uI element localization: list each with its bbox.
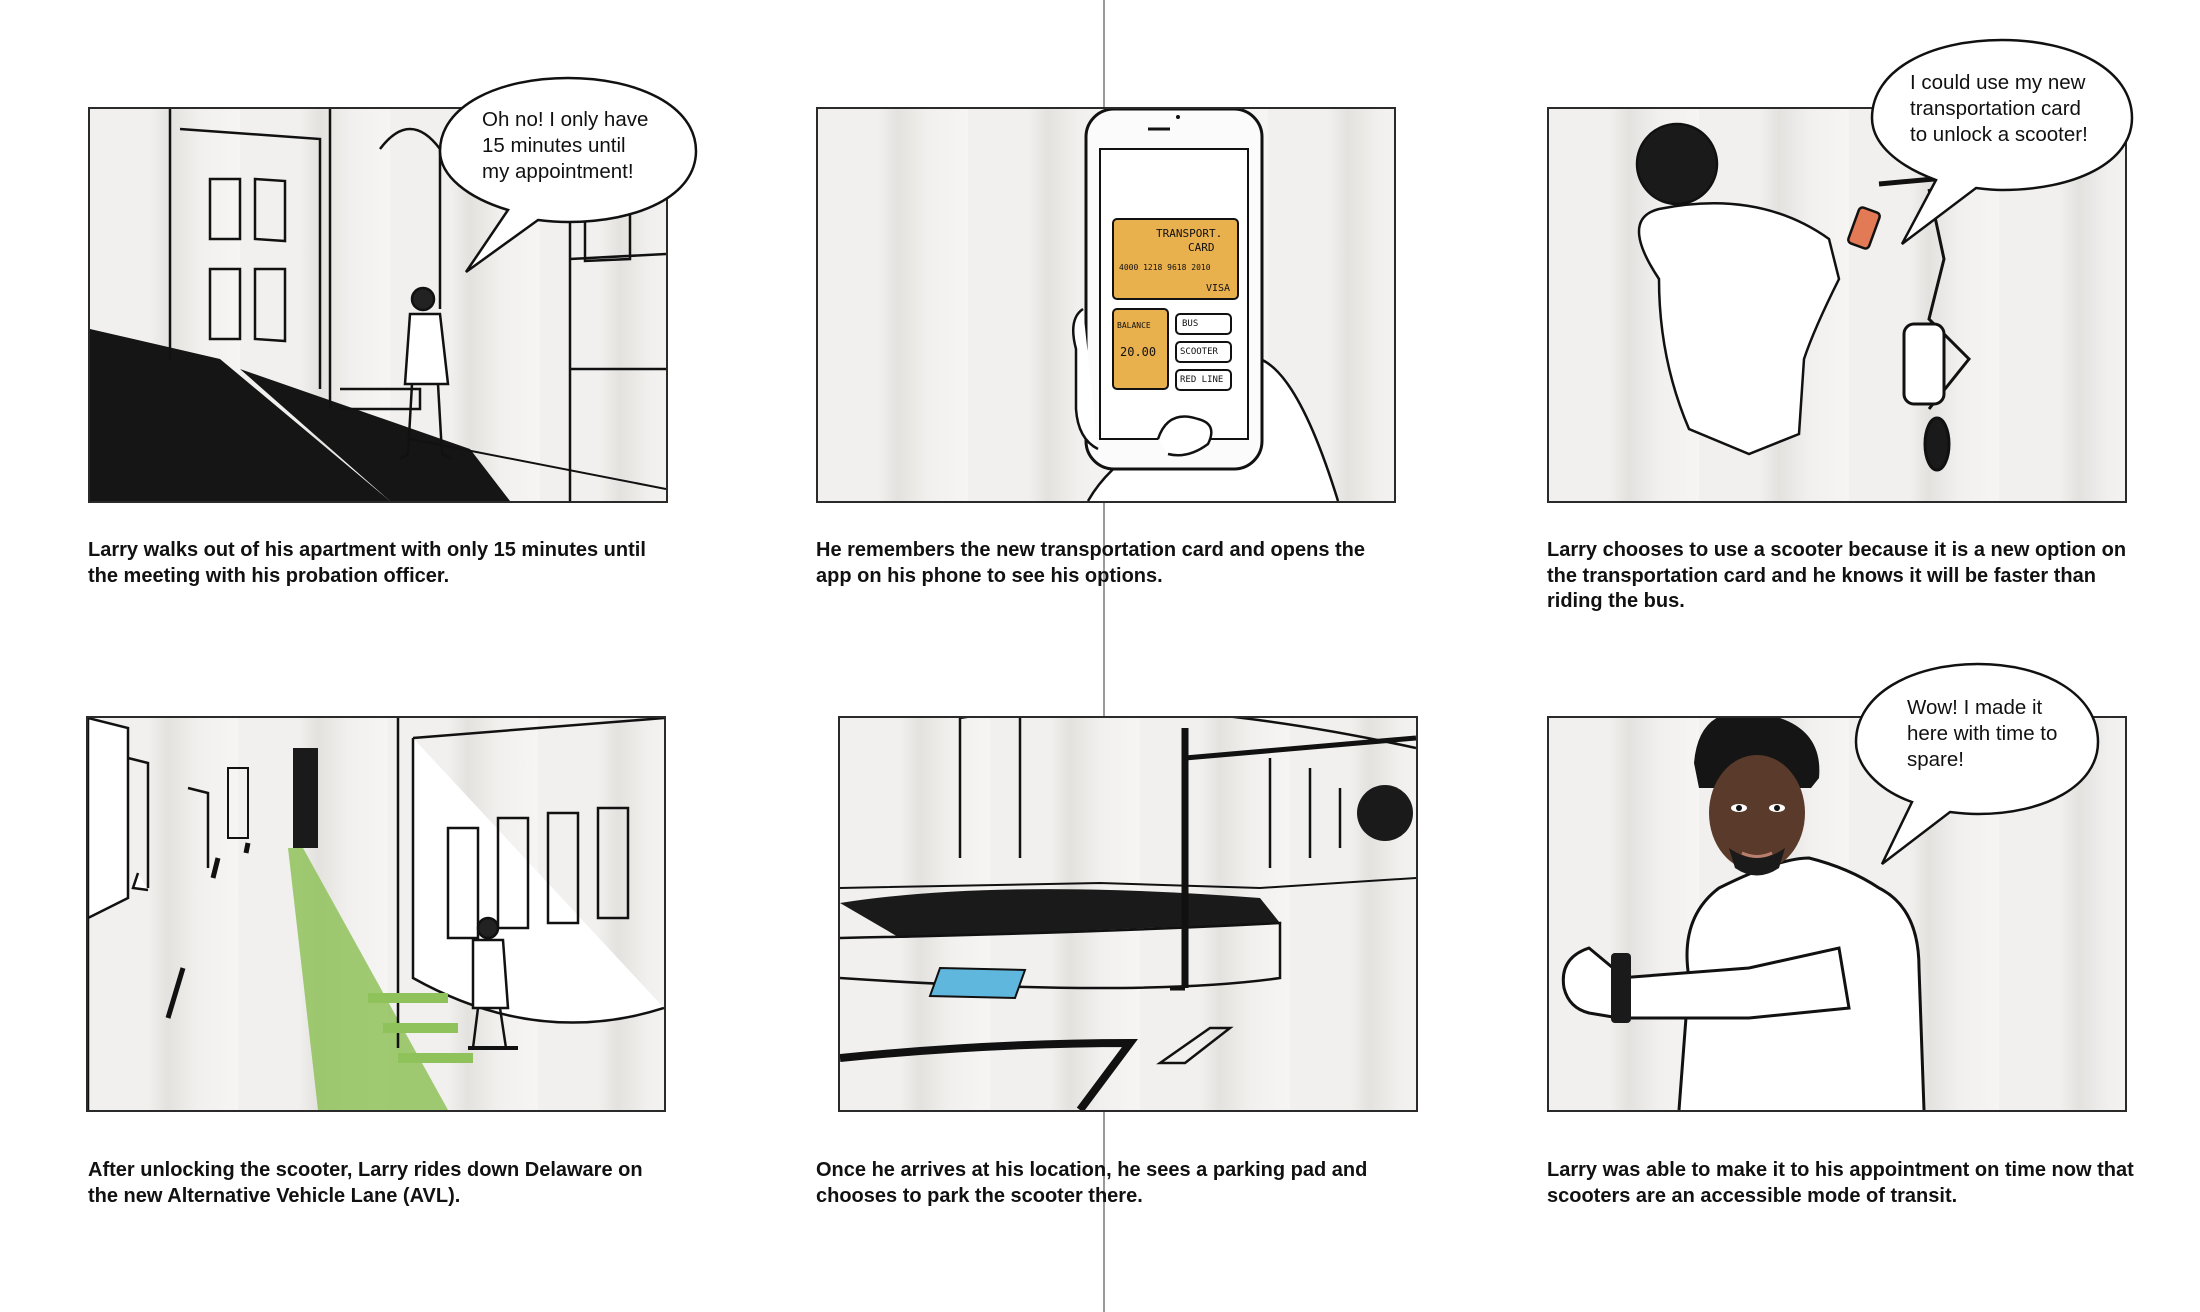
bubble-1-line-2: 15 minutes until xyxy=(482,134,626,157)
panel-5-caption: Once he arrives at his location, he sees… xyxy=(816,1159,1368,1207)
option-bus: BUS xyxy=(1182,319,1199,329)
larry-checks-watch-drawing xyxy=(1561,718,1926,1110)
card-title-1: TRANSPORT. xyxy=(1156,227,1223,240)
storyboard-panel-5 xyxy=(838,716,1418,1112)
card-brand: VISA xyxy=(1206,283,1231,294)
larry-top-view xyxy=(1635,122,1881,456)
speech-bubble-1: Oh no! I only have 15 minutes until my a… xyxy=(438,76,698,274)
panel-4-caption: After unlocking the scooter, Larry rides… xyxy=(88,1159,643,1207)
parking-pad-drawing xyxy=(840,718,1416,1110)
delaware-avl-drawing xyxy=(88,718,664,1110)
scooter-drawing xyxy=(1878,176,1972,472)
speech-bubble-6: Wow! I made it here with time to spare! xyxy=(1854,662,2100,870)
bubble-1-line-1: Oh no! I only have xyxy=(482,108,649,131)
storyboard-panel-2: TRANSPORT. CARD 4000 1218 9618 2010 VISA… xyxy=(816,107,1396,503)
bubble-3-line-3: to unlock a scooter! xyxy=(1910,123,2088,146)
bubble-3-line-2: transportation card xyxy=(1910,97,2081,120)
bubble-1-line-3: my appointment! xyxy=(482,160,634,183)
scooter-choice-drawing xyxy=(1635,122,1972,472)
larry-riding xyxy=(468,916,518,1050)
option-scooter: SCOOTER xyxy=(1180,347,1218,357)
larry-face xyxy=(1694,718,1820,876)
larry-figure xyxy=(399,286,453,461)
card-number: 4000 1218 9618 2010 xyxy=(1119,263,1211,272)
page-fold-line xyxy=(1103,0,1105,1312)
bubble-3-line-1: I could use my new xyxy=(1910,71,2086,94)
balance-value: 20.00 xyxy=(1120,345,1157,359)
panel-6-caption: Larry was able to make it to his appoint… xyxy=(1547,1159,2134,1207)
bubble-6-line-2: here with time to xyxy=(1907,722,2058,745)
panel-2-caption: He remembers the new transportation card… xyxy=(816,539,1366,587)
card-title-2: CARD xyxy=(1188,241,1215,254)
storyboard-panel-3 xyxy=(1547,107,2127,503)
panel-3-caption: Larry chooses to use a scooter because i… xyxy=(1547,539,2127,612)
balance-label: BALANCE xyxy=(1117,321,1151,330)
storyboard-panel-4 xyxy=(86,716,666,1112)
bubble-6-line-1: Wow! I made it xyxy=(1907,696,2043,719)
option-red-line: RED LINE xyxy=(1180,375,1224,385)
bubble-6-line-3: spare! xyxy=(1907,748,1964,771)
speech-bubble-3: I could use my new transportation card t… xyxy=(1870,38,2134,248)
phone-app-drawing xyxy=(1071,109,1340,501)
storyboard-panel-6 xyxy=(1547,716,2127,1112)
panel-1-caption: Larry walks out of his apartment with on… xyxy=(88,539,646,587)
